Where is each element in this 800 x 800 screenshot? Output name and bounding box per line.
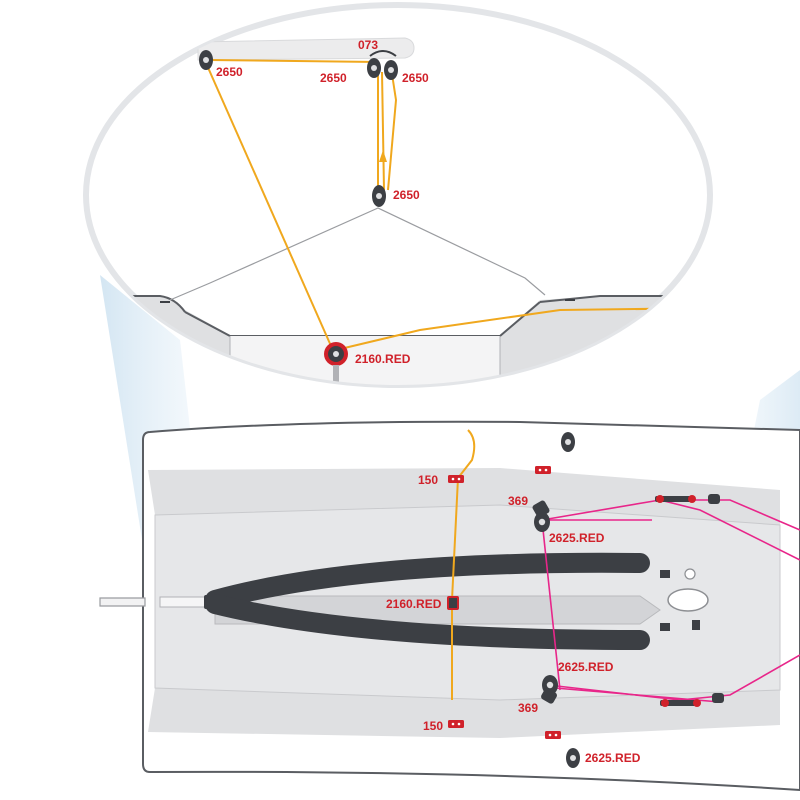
transom-bracket xyxy=(99,597,146,607)
traveller-bar-bottom xyxy=(660,693,724,707)
block-icon xyxy=(561,432,575,452)
pad-fitting-bottom-right xyxy=(545,731,561,739)
cam-cleat-icon xyxy=(324,342,348,383)
label-cleat-bottom: 369 xyxy=(518,701,538,715)
cleat-icon xyxy=(532,500,550,532)
label-pad-top: 150 xyxy=(418,473,438,487)
toe-strap-tube-top xyxy=(205,552,650,610)
boom xyxy=(197,37,415,61)
label-block-top-left: 2650 xyxy=(216,65,243,79)
mainsheet-lines xyxy=(541,499,800,703)
label-block-top-right: 2650 xyxy=(402,71,429,85)
label-block-top: 2625.RED xyxy=(549,531,605,545)
side-deck-bottom xyxy=(148,688,780,738)
label-pad-bottom: 150 xyxy=(423,719,443,733)
label-cleat-center: 2160.RED xyxy=(386,597,442,611)
cleat-icon xyxy=(541,675,558,704)
hull-labels: 150 369 2625.RED 2160.RED 2625.RED 369 1… xyxy=(386,473,641,765)
toe-strap-tube-bottom xyxy=(205,594,650,650)
label-block-bottom: 2625.RED xyxy=(558,660,614,674)
centre-cleat-icon xyxy=(447,596,459,610)
traveller-bar-top xyxy=(655,494,720,504)
pad-fitting-top xyxy=(448,475,464,483)
pad-fitting-top-right xyxy=(535,466,551,474)
block-icon xyxy=(372,185,386,207)
block-icon xyxy=(367,58,381,78)
label-cleat-base: 2160.RED xyxy=(355,352,411,366)
label-block-top-mid: 2650 xyxy=(320,71,347,85)
vang-control-lines xyxy=(205,59,710,356)
label-block-bottom-corner: 2625.RED xyxy=(585,751,641,765)
label-cleat-top: 369 xyxy=(508,494,528,508)
block-icon xyxy=(384,60,398,80)
hull-illustration xyxy=(99,420,800,792)
pad-fitting-bottom xyxy=(448,720,464,728)
detail-magnifier xyxy=(83,2,713,388)
bridle-line xyxy=(169,207,546,301)
label-fitting-top: 073 xyxy=(358,38,378,52)
block-icon xyxy=(566,748,580,768)
fitting-073-icon xyxy=(369,50,397,57)
detail-labels: 2650 073 2650 2650 2650 2160.RED xyxy=(216,38,429,366)
label-block-lower: 2650 xyxy=(393,188,420,202)
side-deck-top xyxy=(148,468,780,525)
block-icon xyxy=(199,50,213,70)
